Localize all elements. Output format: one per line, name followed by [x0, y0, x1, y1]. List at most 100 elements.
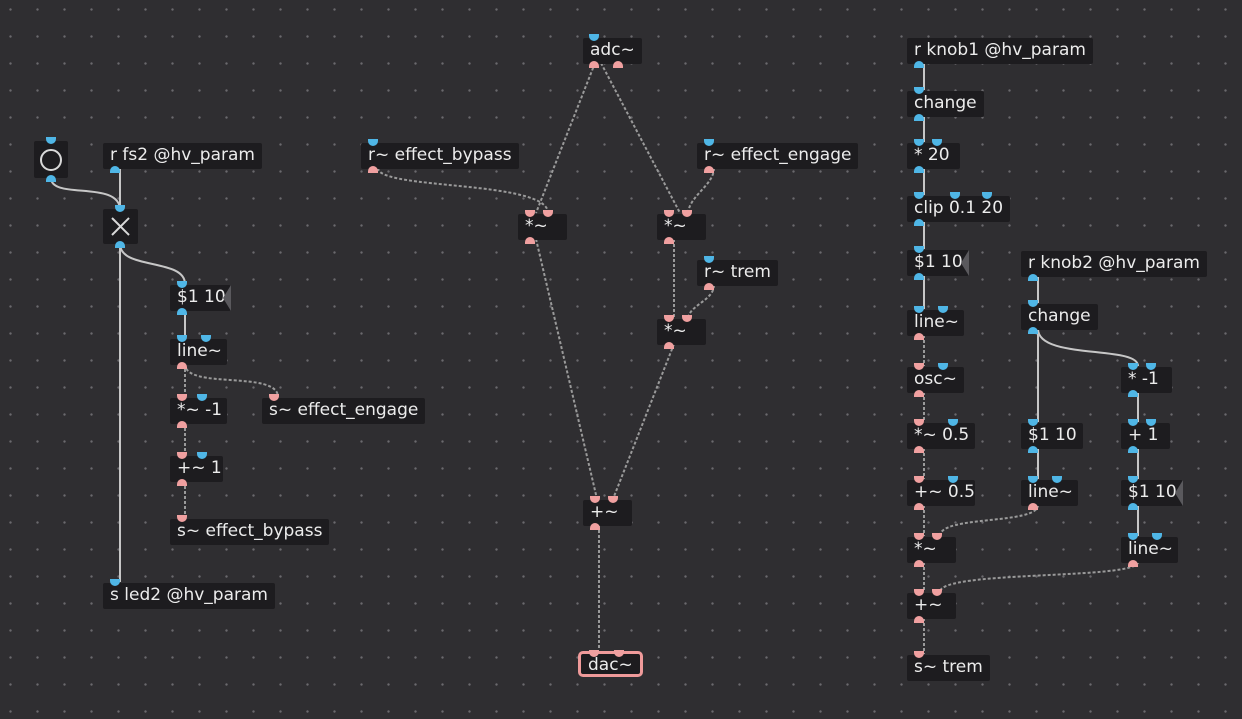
inlet[interactable] — [525, 210, 535, 217]
inlet[interactable] — [201, 335, 211, 342]
outlet[interactable] — [613, 61, 623, 68]
inlet[interactable] — [664, 210, 674, 217]
inlet[interactable] — [614, 650, 624, 657]
inlet[interactable] — [1128, 533, 1138, 540]
inlet[interactable] — [1028, 419, 1038, 426]
outlet[interactable] — [368, 166, 378, 173]
receive-trem-object[interactable]: r~ trem — [697, 256, 778, 290]
inlet[interactable] — [914, 651, 924, 658]
outlet[interactable] — [1128, 446, 1138, 453]
receive-fs2-object[interactable]: r fs2 @hv_param — [103, 143, 262, 173]
send-effect-engage-object[interactable]: s~ effect_engage — [262, 394, 426, 424]
outlet[interactable] — [177, 479, 187, 486]
outlet[interactable] — [664, 237, 674, 244]
inlet[interactable] — [914, 192, 924, 199]
outlet[interactable] — [1128, 503, 1138, 510]
inlet[interactable] — [197, 394, 207, 401]
multiply-negative-one-object[interactable]: * -1 — [1121, 363, 1172, 397]
line-knob2-offset-object[interactable]: line~ — [1121, 533, 1178, 567]
signal-multiply-half-object[interactable]: *~ 0.5 — [907, 419, 975, 453]
inlet[interactable] — [1128, 419, 1138, 426]
inlet[interactable] — [589, 34, 599, 41]
outlet[interactable] — [914, 616, 924, 623]
change-knob2-object[interactable]: change — [1021, 300, 1098, 334]
outlet[interactable] — [1028, 274, 1038, 281]
message-knob2-offset[interactable]: $1 10 — [1121, 476, 1183, 510]
signal-multiply-depth-object[interactable]: *~ — [907, 533, 956, 567]
receive-effect-bypass-object[interactable]: r~ effect_bypass — [361, 139, 519, 173]
inlet[interactable] — [932, 589, 942, 596]
outlet[interactable] — [704, 283, 714, 290]
signal-add-one-object[interactable]: +~ 1 — [170, 452, 223, 486]
add-one-object[interactable]: + 1 — [1121, 419, 1170, 453]
inlet[interactable] — [368, 139, 378, 146]
receive-effect-engage-object[interactable]: r~ effect_engage — [697, 139, 859, 173]
inlet[interactable] — [1146, 363, 1156, 370]
outlet[interactable] — [664, 342, 674, 349]
inlet[interactable] — [914, 139, 924, 146]
inlet[interactable] — [914, 246, 924, 253]
inlet[interactable] — [938, 306, 948, 313]
outlet[interactable] — [914, 390, 924, 397]
bang-button[interactable] — [34, 137, 68, 182]
outlet[interactable] — [1128, 390, 1138, 397]
inlet[interactable] — [608, 496, 618, 503]
outlet[interactable] — [914, 219, 924, 226]
message-knob1[interactable]: $1 10 — [907, 246, 969, 280]
receive-knob1-object[interactable]: r knob1 @hv_param — [907, 38, 1093, 68]
outlet[interactable] — [1128, 560, 1138, 567]
outlet[interactable] — [177, 308, 187, 315]
dac-object[interactable]: dac~ — [578, 650, 643, 677]
outlet[interactable] — [704, 166, 714, 173]
clip-object[interactable]: clip 0.1 20 — [907, 192, 1011, 226]
inlet[interactable] — [177, 515, 187, 522]
inlet[interactable] — [269, 394, 279, 401]
toggle-box[interactable] — [103, 205, 138, 248]
outlet[interactable] — [914, 166, 924, 173]
inlet[interactable] — [704, 139, 714, 146]
signal-add-half-object[interactable]: +~ 0.5 — [907, 476, 975, 510]
inlet[interactable] — [1152, 533, 1162, 540]
outlet[interactable] — [589, 61, 599, 68]
inlet[interactable] — [950, 192, 960, 199]
inlet[interactable] — [1128, 363, 1138, 370]
inlet[interactable] — [938, 363, 948, 370]
message-knob2-depth[interactable]: $1 10 — [1021, 419, 1083, 453]
inlet[interactable] — [197, 452, 207, 459]
message-fs2[interactable]: $1 10 — [170, 281, 231, 315]
outlet[interactable] — [914, 333, 924, 340]
inlet[interactable] — [704, 256, 714, 263]
signal-add-depth-object[interactable]: +~ — [907, 589, 956, 623]
outlet[interactable] — [914, 560, 924, 567]
line-knob2-depth-object[interactable]: line~ — [1021, 476, 1078, 510]
inlet[interactable] — [177, 281, 187, 288]
inlet[interactable] — [682, 210, 692, 217]
inlet[interactable] — [948, 419, 958, 426]
inlet[interactable] — [932, 139, 942, 146]
inlet[interactable] — [177, 452, 187, 459]
line-fs2-object[interactable]: line~ — [170, 335, 227, 369]
inlet[interactable] — [177, 394, 187, 401]
outlet[interactable] — [914, 61, 924, 68]
inlet[interactable] — [682, 315, 692, 322]
inlet[interactable] — [914, 87, 924, 94]
outlet[interactable] — [590, 523, 600, 530]
inlet[interactable] — [914, 363, 924, 370]
inlet[interactable] — [914, 589, 924, 596]
oscillator-object[interactable]: osc~ — [907, 363, 964, 397]
inlet[interactable] — [664, 315, 674, 322]
signal-multiply-left-object[interactable]: *~ — [518, 210, 567, 244]
send-effect-bypass-object[interactable]: s~ effect_bypass — [170, 515, 330, 545]
inlet[interactable] — [1028, 476, 1038, 483]
send-led2-object[interactable]: s led2 @hv_param — [103, 579, 275, 609]
inlet[interactable] — [110, 579, 120, 586]
outlet[interactable] — [914, 114, 924, 121]
outlet[interactable] — [914, 273, 924, 280]
adc-object[interactable]: adc~ — [583, 34, 642, 68]
outlet[interactable] — [914, 503, 924, 510]
inlet[interactable] — [543, 210, 553, 217]
inlet[interactable] — [914, 419, 924, 426]
inlet[interactable] — [948, 476, 958, 483]
inlet[interactable] — [1028, 300, 1038, 307]
outlet[interactable] — [525, 237, 535, 244]
